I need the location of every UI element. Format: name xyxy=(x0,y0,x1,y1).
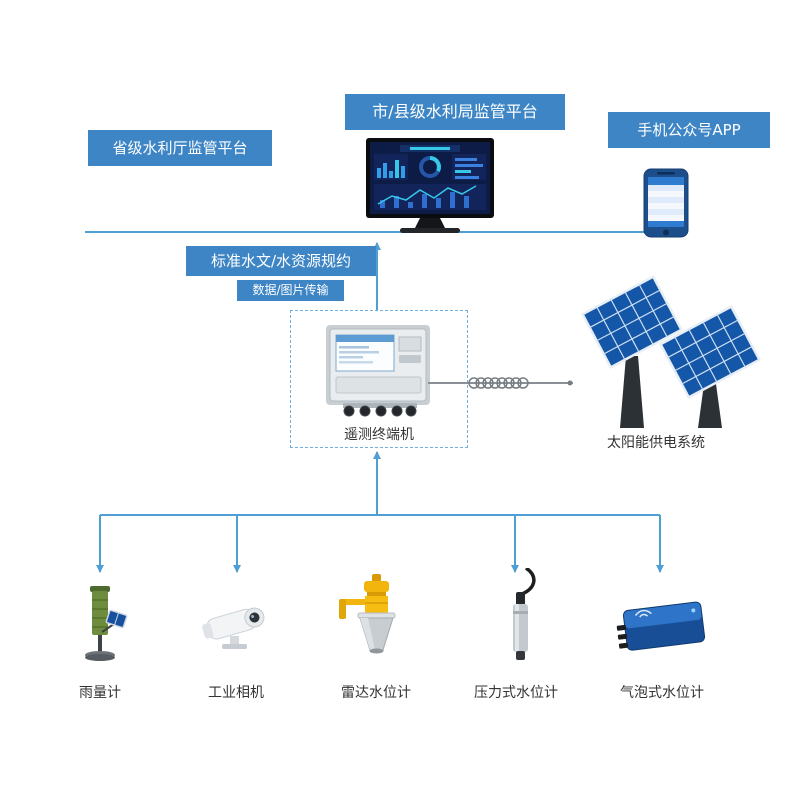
sensor-label-rain-gauge: 雨量计 xyxy=(79,685,121,701)
protocol-label: 标准水文/水资源规约 xyxy=(186,246,376,276)
rtu-device-icon xyxy=(323,321,433,421)
rain-gauge-icon xyxy=(68,584,138,672)
rtu-dashed-container: 遥测终端机 xyxy=(290,310,468,448)
platform-city-county-label: 市/县级水利局监管平台 xyxy=(345,94,565,130)
platform-mobile-app-label: 手机公众号APP xyxy=(608,112,770,148)
platform-provincial-label: 省级水利厅监管平台 xyxy=(88,130,272,166)
data-transfer-text: 数据/图片传输 xyxy=(252,283,329,298)
solar-panels-icon xyxy=(580,272,775,434)
platform-provincial-text: 省级水利厅监管平台 xyxy=(112,139,248,157)
antenna-wire-icon xyxy=(428,375,573,391)
sensor-label-pressure: 压力式水位计 xyxy=(474,685,558,701)
rtu-label: 遥测终端机 xyxy=(344,427,414,443)
industrial-camera-icon xyxy=(198,596,276,654)
smartphone-icon xyxy=(643,168,691,240)
sensor-label-camera: 工业相机 xyxy=(208,685,264,701)
sensor-label-radar: 雷达水位计 xyxy=(341,685,411,701)
pressure-level-sensor-icon xyxy=(496,568,538,666)
bubble-level-sensor-icon xyxy=(615,590,715,660)
data-transfer-label: 数据/图片传输 xyxy=(237,280,344,301)
platform-mobile-app-text: 手机公众号APP xyxy=(637,121,741,139)
solar-label: 太阳能供电系统 xyxy=(607,435,705,451)
sensor-label-bubble: 气泡式水位计 xyxy=(620,685,704,701)
radar-level-sensor-icon xyxy=(335,574,417,666)
platform-city-county-text: 市/县级水利局监管平台 xyxy=(372,102,538,122)
protocol-text: 标准水文/水资源规约 xyxy=(210,252,352,270)
monitor-dashboard-icon xyxy=(366,138,494,236)
